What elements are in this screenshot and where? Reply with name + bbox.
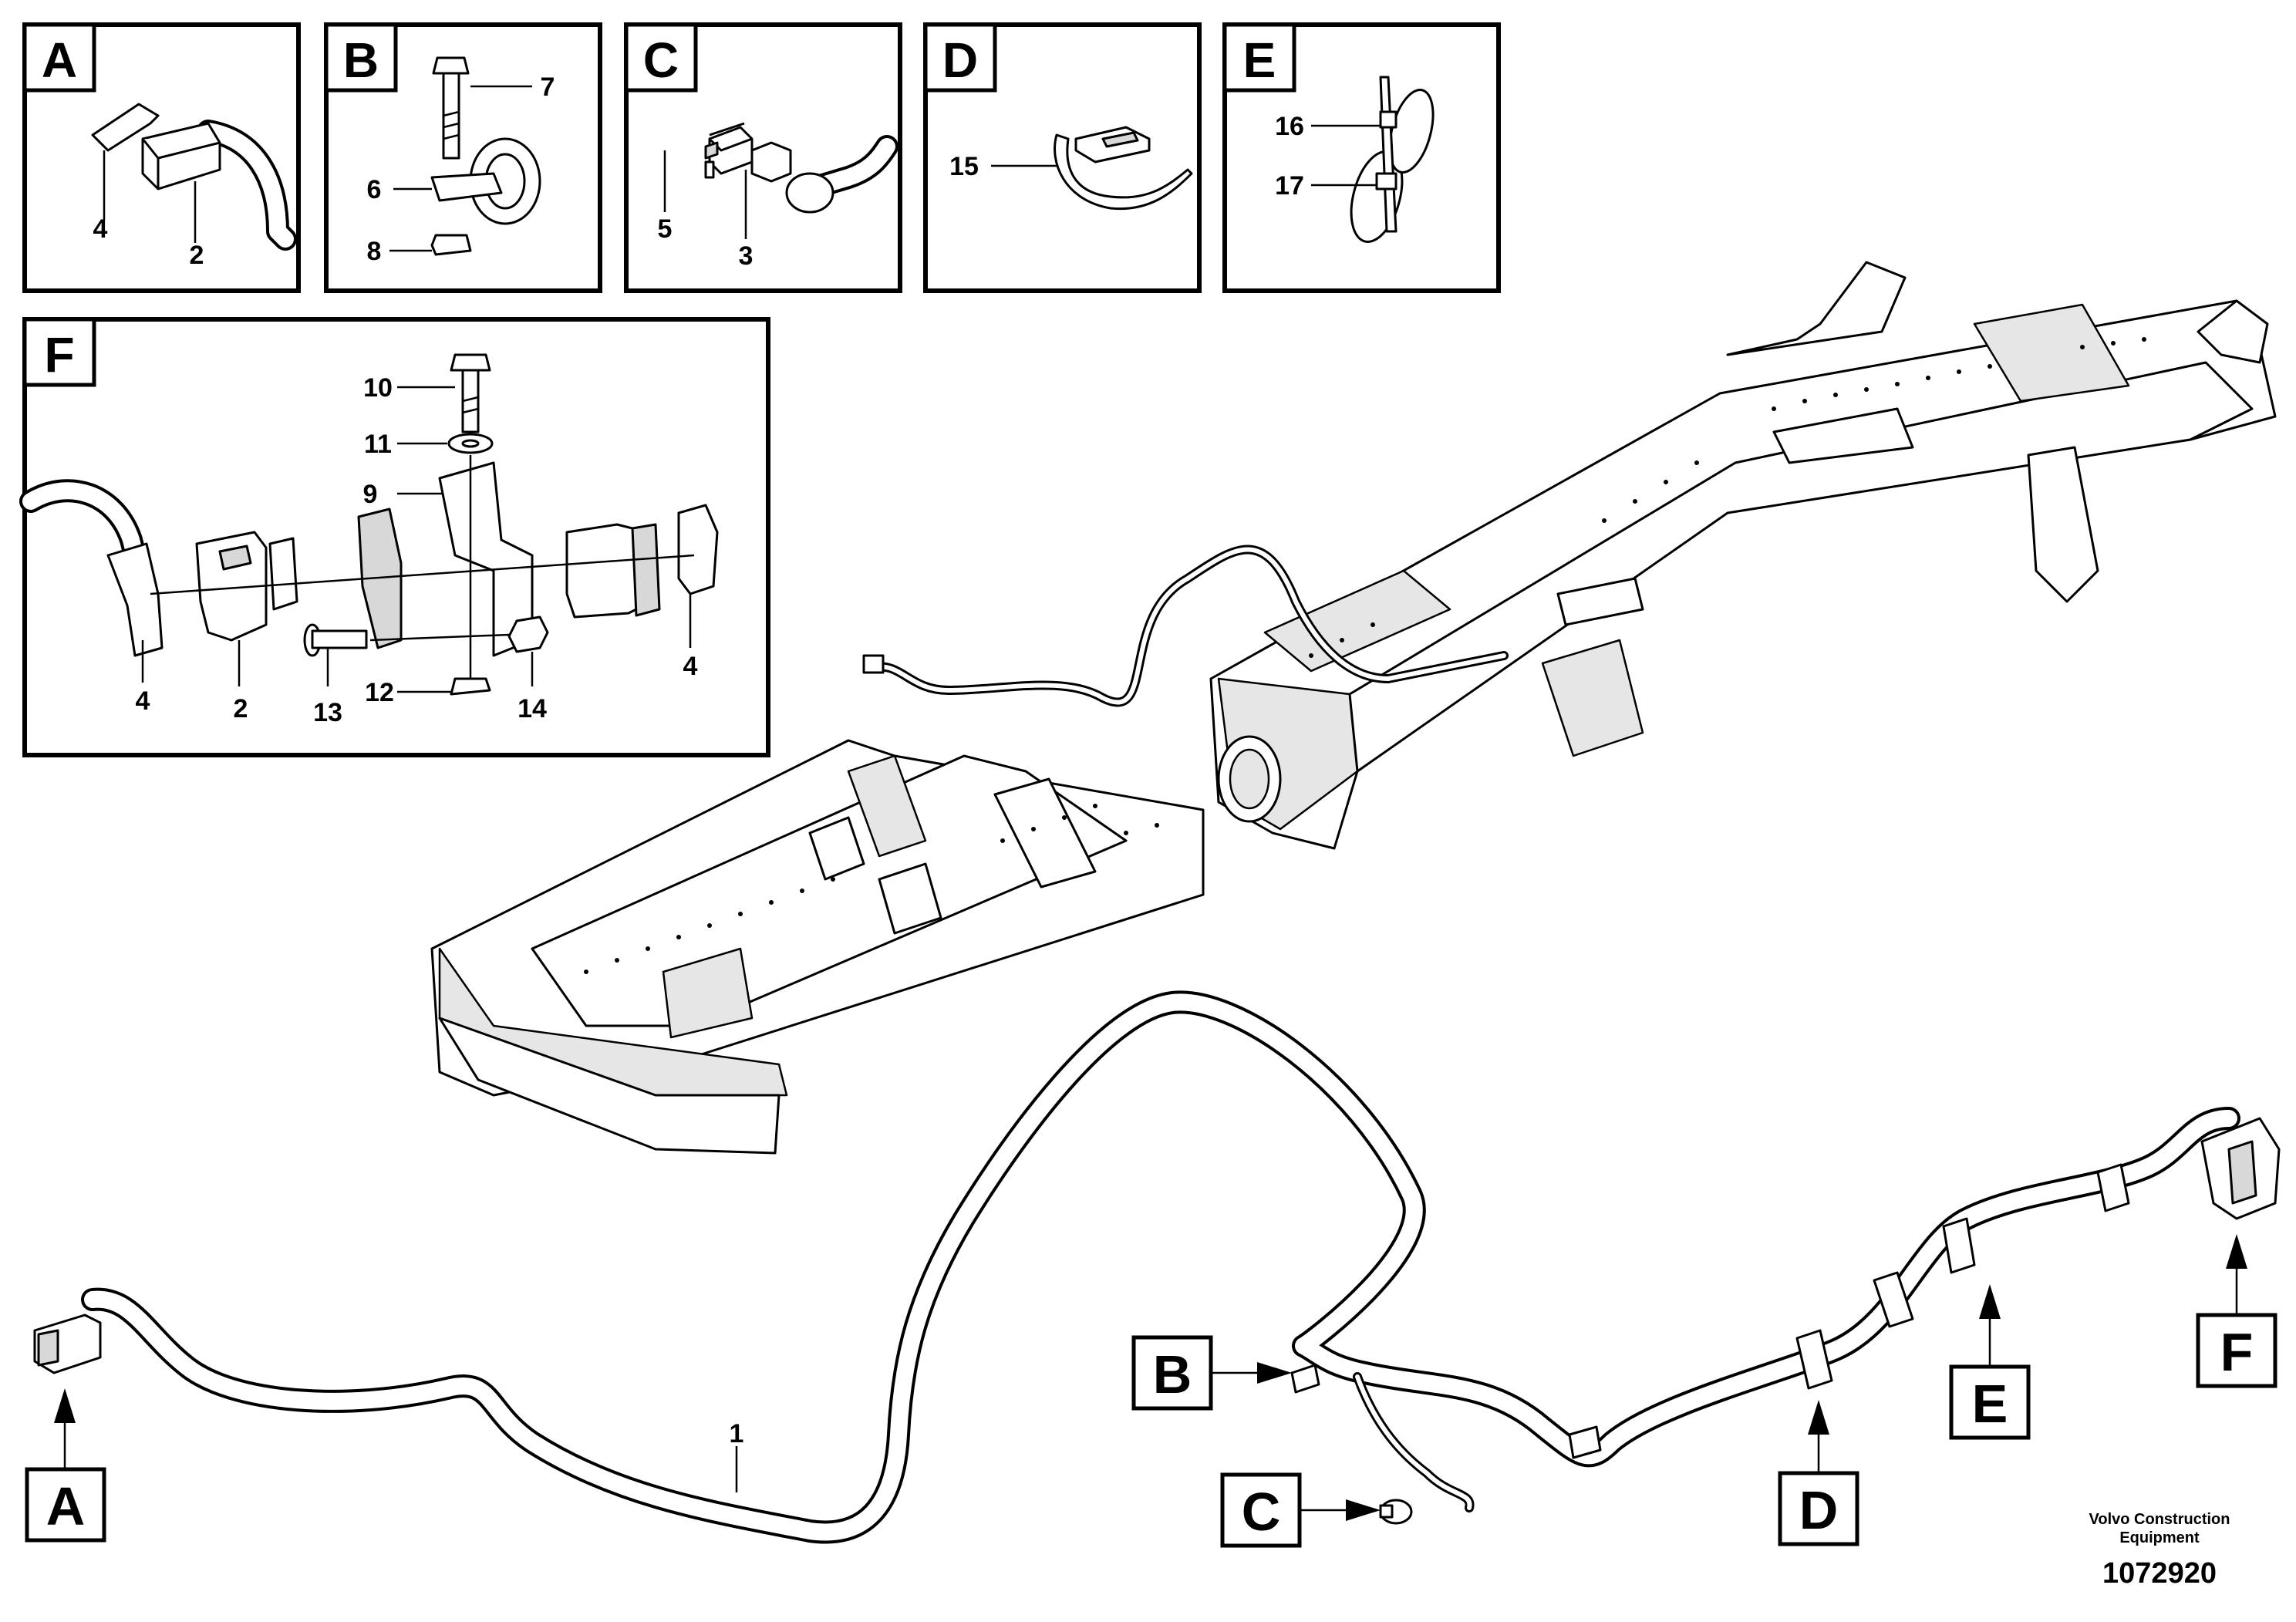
- part-number-label: 2: [190, 241, 204, 270]
- part-number-label: 15: [949, 152, 979, 181]
- part-number-label: 13: [313, 698, 342, 727]
- detail-box-letter: C: [643, 32, 679, 88]
- part-number-label: 16: [1275, 112, 1304, 141]
- callout-d: D: [1778, 1400, 1859, 1546]
- callout-letter: D: [1799, 1480, 1839, 1540]
- part-number-label: 17: [1275, 171, 1304, 201]
- callout-b: B: [1131, 1335, 1292, 1411]
- detail-box-letter: E: [1243, 32, 1276, 88]
- footer: Volvo Construction Equipment 1072920: [2089, 1511, 2230, 1590]
- detail-box-letter: D: [942, 32, 978, 88]
- detail-box-c: C 5 3: [624, 22, 902, 293]
- part-number-label: 4: [93, 214, 108, 244]
- callout-c: C: [1220, 1472, 1381, 1548]
- callout-letter: B: [1153, 1344, 1192, 1404]
- detail-box-letter: F: [44, 327, 74, 383]
- part-number-label: 5: [658, 214, 673, 244]
- detail-box-e: E 16 17: [1222, 22, 1501, 293]
- drawing-number: 1072920: [2102, 1557, 2217, 1590]
- part-number-label: 2: [234, 694, 248, 723]
- callout-letter: C: [1242, 1482, 1281, 1542]
- callout-letter: A: [46, 1476, 86, 1536]
- brand-line-1: Volvo Construction: [2089, 1511, 2230, 1528]
- callout-letter: F: [2220, 1322, 2254, 1382]
- callout-letter: E: [1972, 1374, 2008, 1434]
- part-number-label: 9: [363, 480, 378, 509]
- part-number-label: 4: [136, 686, 150, 716]
- part-number-label: 6: [367, 175, 382, 204]
- part-number-label: 7: [541, 73, 555, 102]
- detail-box-a: A 4 2: [22, 22, 301, 293]
- detail-box-d: D 15: [923, 22, 1202, 293]
- detail-box-letter: A: [42, 32, 77, 88]
- part-number-label: 3: [739, 241, 754, 271]
- routed-cable-on-frame: [862, 545, 1509, 707]
- brand-line-2: Equipment: [2119, 1529, 2200, 1546]
- part-number-label: 4: [683, 652, 698, 681]
- part-number-label: 8: [367, 237, 382, 266]
- callout-f: F: [2196, 1234, 2277, 1388]
- part-number-label: 14: [518, 694, 547, 723]
- callout-e: E: [1949, 1284, 2031, 1440]
- main-part-number: 1: [730, 1419, 744, 1448]
- front-frame-drawing: [430, 739, 1205, 1155]
- callout-a: A: [25, 1388, 106, 1543]
- detail-box-letter: B: [343, 32, 379, 88]
- detail-box-f: F: [19, 317, 770, 757]
- detail-box-b: B 7 6 8: [324, 22, 602, 293]
- part-number-label: 12: [365, 678, 394, 707]
- rear-frame-drawing: [1209, 261, 2277, 850]
- part-number-label: 11: [364, 430, 392, 459]
- part-number-label: 10: [363, 373, 393, 403]
- main-harness: 1: [33, 990, 2281, 1544]
